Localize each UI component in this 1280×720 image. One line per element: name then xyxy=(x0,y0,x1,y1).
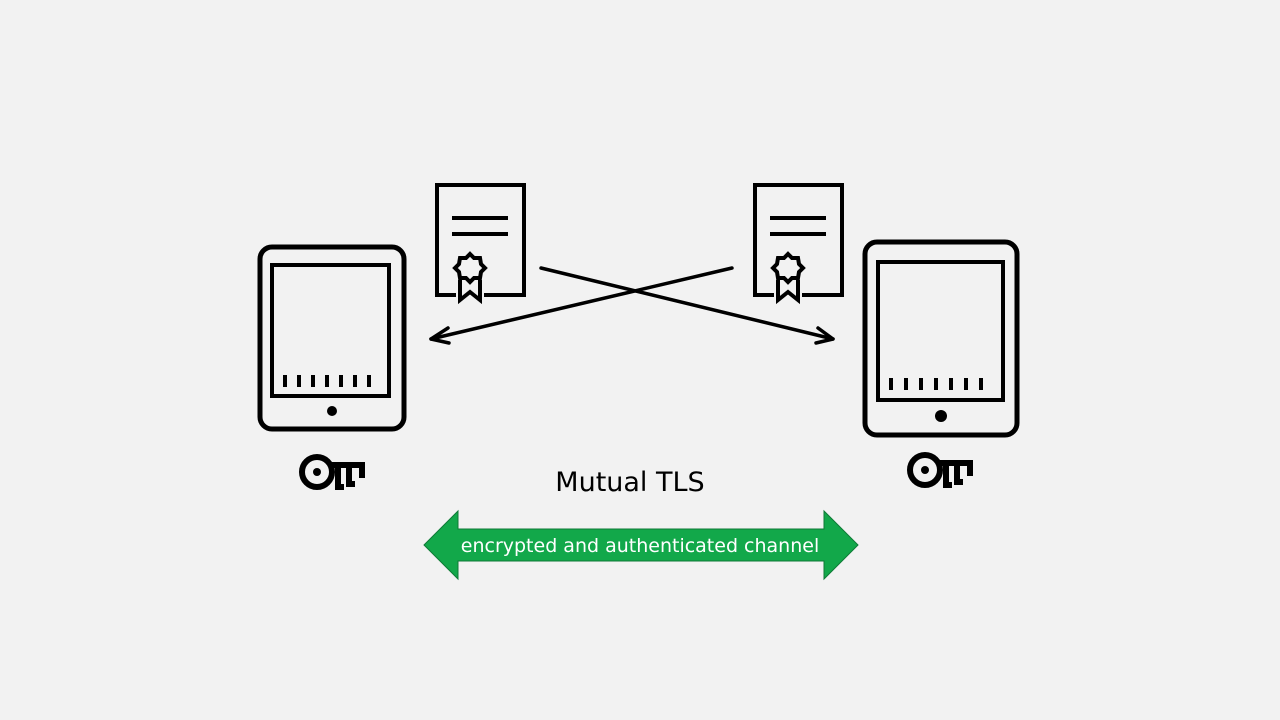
arrow-right-cert-to-left-device xyxy=(429,266,734,345)
arrow-left-cert-to-right-device xyxy=(539,266,835,345)
right-certificate-icon xyxy=(753,183,844,305)
certificate-exchange-arrows xyxy=(429,266,835,345)
left-tablet-icon xyxy=(257,244,407,432)
channel-arrow: encrypted and authenticated channel xyxy=(423,509,859,581)
left-certificate-icon xyxy=(435,183,526,305)
diagram-title: Mutual TLS xyxy=(555,467,704,498)
right-key-icon xyxy=(907,452,973,488)
right-tablet-icon xyxy=(862,239,1020,438)
left-key-icon xyxy=(299,454,365,490)
channel-label: encrypted and authenticated channel xyxy=(461,535,819,557)
